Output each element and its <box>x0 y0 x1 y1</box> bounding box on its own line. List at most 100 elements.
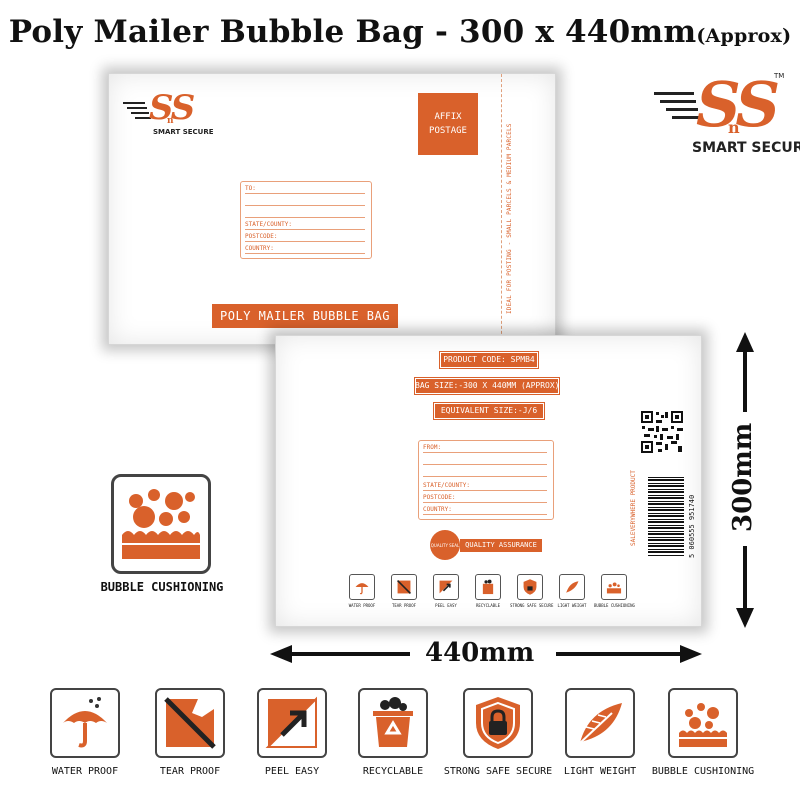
address-row: TO: <box>245 184 365 194</box>
recycle-bin-icon <box>475 574 501 600</box>
speed-line <box>672 116 700 119</box>
mini-feature: BUBBLE CUSHIONING <box>594 574 635 608</box>
feature-label-strong-safe-secure: STRONG SAFE SECURE <box>443 766 553 777</box>
shield-lock-icon <box>517 574 543 600</box>
mini-feature-label: STRONG SAFE SECURE <box>510 603 554 608</box>
address-row <box>245 208 365 218</box>
feature-recyclable <box>358 688 428 758</box>
address-row <box>423 455 547 465</box>
product-code-pill: PRODUCT CODE: SPMB4 <box>439 351 539 369</box>
from-address-box: FROM: STATE/COUNTY: POSTCODE: COUNTRY: <box>418 440 554 520</box>
feature-tear-proof <box>155 688 225 758</box>
mini-feature: WATER PROOF <box>342 574 382 608</box>
title-main: Poly Mailer Bubble Bag - 300 x 440mm <box>8 14 697 50</box>
feature-label-water-proof: WATER PROOF <box>51 766 119 777</box>
qr-code <box>640 410 684 454</box>
feather-icon <box>579 703 622 744</box>
mini-feature-label: BUBBLE CUSHIONING <box>594 603 635 608</box>
equivalent-size-pill: EQUIVALENT SIZE:-J/6 <box>433 402 545 420</box>
width-label: 440mm <box>425 638 535 668</box>
to-address-box: TO: STATE/COUNTY: POSTCODE: COUNTRY: <box>240 181 372 259</box>
brand-logo: SS n SMART SECURE TM <box>650 68 800 164</box>
mini-feature-label: TEAR PROOF <box>391 603 417 608</box>
feather-icon <box>559 574 585 600</box>
address-row <box>423 467 547 477</box>
feature-label-light-weight: LIGHT WEIGHT <box>563 766 637 777</box>
speed-line <box>660 100 696 103</box>
speed-line <box>127 107 147 109</box>
brand-middle: n <box>728 118 740 137</box>
brand-middle: n <box>167 116 174 126</box>
width-arrow <box>270 645 702 663</box>
address-row: POSTCODE: <box>423 493 547 503</box>
speed-line <box>135 117 151 119</box>
feature-water-proof <box>50 688 120 758</box>
back-envelope: PRODUCT CODE: SPMB4 BAG SIZE:-300 X 440M… <box>275 335 702 627</box>
address-row: COUNTRY: <box>245 244 365 254</box>
mini-feature-label: WATER PROOF <box>348 603 376 608</box>
shield-lock-icon <box>476 697 520 749</box>
address-row: COUNTRY: <box>423 505 547 515</box>
title-suffix: (Approx) <box>696 25 792 47</box>
envelope-brand-logo: SS n SMART SECURE <box>123 88 214 142</box>
feature-label-tear-proof: TEAR PROOF <box>159 766 221 777</box>
address-row: STATE/COUNTY: <box>245 220 365 230</box>
feature-strong-safe-secure <box>463 688 533 758</box>
bubble-cushioning-feature <box>111 474 211 574</box>
address-row: POSTCODE: <box>245 232 365 242</box>
affix-line-2: POSTAGE <box>429 126 467 136</box>
mini-feature: TEAR PROOF <box>384 574 424 608</box>
perforation-line <box>501 74 502 344</box>
affix-postage-box: AFFIX POSTAGE <box>418 93 478 155</box>
recycle-bin-icon <box>373 697 413 747</box>
speed-line <box>123 102 145 104</box>
height-label: 300mm <box>728 422 758 532</box>
address-row: FROM: <box>423 443 547 453</box>
affix-line-1: AFFIX <box>434 112 462 122</box>
peel-arrow-icon <box>265 696 317 748</box>
quality-assurance-ribbon: QUALITY ASSURANCE <box>460 539 542 552</box>
barcode <box>648 476 684 556</box>
brand-letters: SS <box>149 88 195 128</box>
mini-feature: RECYCLABLE <box>468 574 508 608</box>
bubble-cushioning-icon <box>122 489 200 559</box>
feature-label-peel-easy: PEEL EASY <box>264 766 320 777</box>
speed-line <box>131 112 149 114</box>
mini-feature: PEEL EASY <box>426 574 466 608</box>
feature-light-weight <box>565 688 635 758</box>
mini-feature-label: LIGHT WEIGHT <box>557 603 587 608</box>
address-row <box>245 196 365 206</box>
tear-proof-icon <box>391 574 417 600</box>
speed-line <box>666 108 698 111</box>
address-row: STATE/COUNTY: <box>423 481 547 491</box>
mini-feature-label: PEEL EASY <box>435 603 457 608</box>
tear-proof-icon <box>164 697 216 749</box>
feature-bubble-cushioning <box>668 688 738 758</box>
feature-peel-easy <box>257 688 327 758</box>
feature-label-bubble-cushioning: BUBBLE CUSHIONING <box>651 766 755 777</box>
mini-feature: STRONG SAFE SECURE <box>510 574 554 608</box>
bubble-cushioning-label: BUBBLE CUSHIONING <box>100 580 224 594</box>
mini-feature-icons: WATER PROOF TEAR PROOF PEEL EASY RECYCLA… <box>342 574 635 614</box>
brand-tagline: SMART SECURE <box>153 128 214 136</box>
bubble-cushioning-icon <box>679 703 727 747</box>
height-arrow <box>736 332 754 628</box>
front-envelope: SS n SMART SECURE AFFIX POSTAGE IDEAL FO… <box>108 73 556 345</box>
brand-letters: SS <box>696 68 780 141</box>
umbrella-icon <box>63 697 107 748</box>
mini-feature-label: RECYCLABLE <box>475 603 501 608</box>
umbrella-icon <box>349 574 375 600</box>
peel-arrow-icon <box>433 574 459 600</box>
page-title: Poly Mailer Bubble Bag - 300 x 440mm(App… <box>0 14 800 50</box>
bubble-cushioning-icon <box>601 574 627 600</box>
quality-seal: QUALITY SEAL <box>430 530 460 560</box>
speed-line <box>654 92 694 95</box>
product-banner: POLY MAILER BUBBLE BAG <box>212 304 398 328</box>
feature-label-recyclable: RECYCLABLE <box>362 766 424 777</box>
mini-feature: LIGHT WEIGHT <box>552 574 592 608</box>
seal-text: QUALITY SEAL <box>430 542 460 548</box>
brand-tagline: SMART SECURE <box>692 140 800 156</box>
bag-size-pill: BAG SIZE:-300 X 440MM (APPROX) <box>414 377 560 395</box>
trademark: TM <box>774 72 785 80</box>
